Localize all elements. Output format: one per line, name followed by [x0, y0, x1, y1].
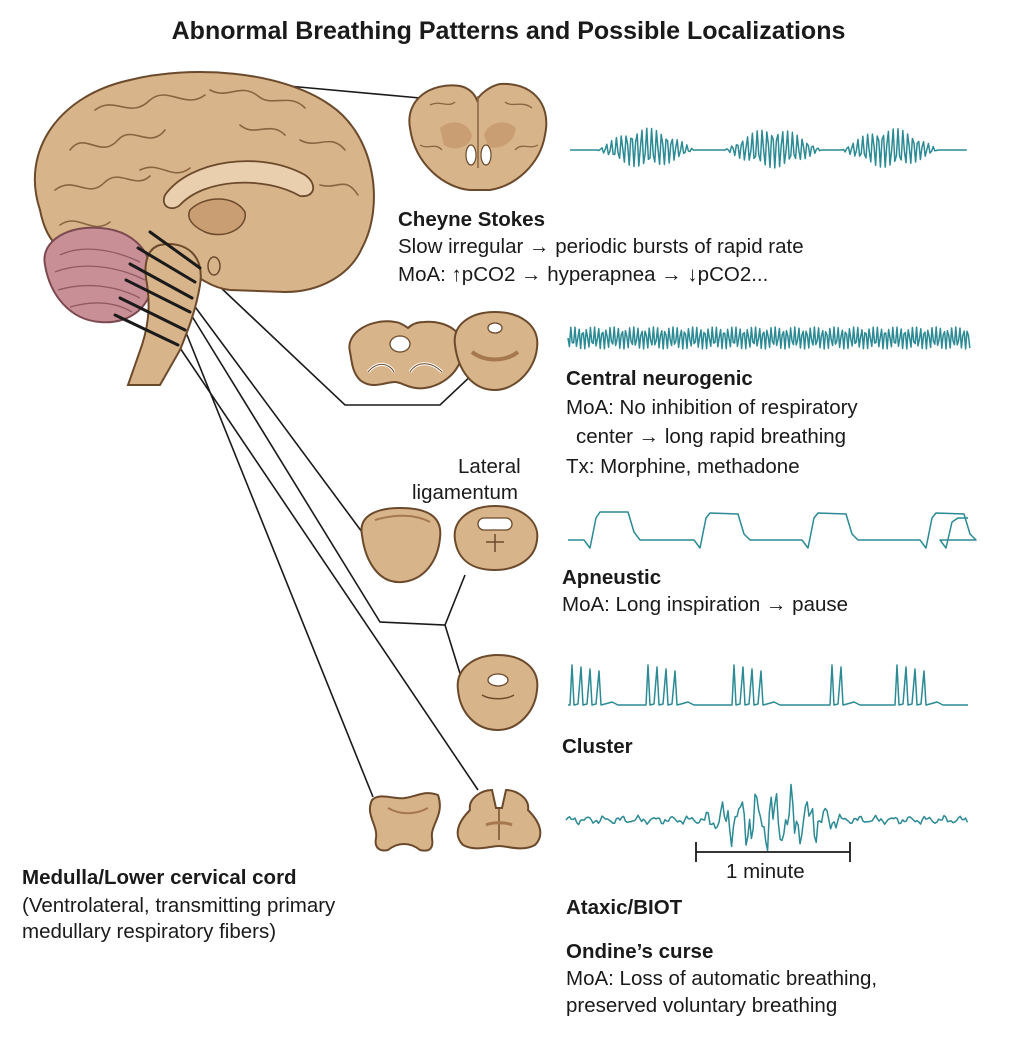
cheyne-stokes-line1: Slow irregular → periodic bursts of rapi… [398, 235, 804, 258]
lateral-label-line1: Lateral [458, 455, 521, 478]
ondine-line2: preserved voluntary breathing [566, 994, 838, 1017]
apneustic-name: Apneustic [562, 566, 662, 589]
pons-section-apneustic-right [453, 504, 539, 572]
leader-line-ataxic [184, 329, 374, 798]
leader-line-apneustic [189, 299, 363, 533]
waveforms [565, 127, 977, 852]
page-title: Abnormal Breathing Patterns and Possible… [171, 17, 846, 45]
cheyne-stokes-line2: MoA: ↑pCO2 → hyperapnea → ↓pCO2... [398, 263, 769, 286]
brainstem-and-cord [126, 243, 202, 386]
waveform-ataxic [565, 783, 969, 852]
apneustic-line1: MoA: Long inspiration → pause [562, 593, 849, 616]
leader-line-ondine [177, 344, 479, 791]
brain-corpus-callosum [162, 160, 314, 209]
scale-bar-label: 1 minute [726, 860, 805, 883]
cerebellum-folia [54, 248, 146, 313]
cluster-name: Cluster [562, 735, 633, 758]
medulla-section-ondine [456, 788, 542, 850]
waveform-cluster [568, 664, 968, 706]
waveform-central-neurogenic [567, 326, 971, 350]
central-neurogenic-name: Central neurogenic [566, 367, 753, 390]
ondine-line1: MoA: Loss of automatic breathing, [566, 967, 878, 990]
waveform-cheyne-stokes [570, 127, 967, 169]
brain-gyri [54, 89, 359, 228]
waveform-apneustic [568, 511, 977, 549]
central-neurogenic-line2: center → long rapid breathing [576, 425, 847, 448]
medulla-line1: (Ventrolateral, transmitting primary [22, 894, 336, 917]
medulla-line2: medullary respiratory fibers) [22, 920, 277, 943]
scale-bar [695, 842, 851, 862]
leader-line-central [199, 267, 476, 406]
pons-section-upper-left [348, 320, 465, 390]
cheyne-stokes-name: Cheyne Stokes [398, 208, 545, 231]
brain-pituitary [207, 256, 221, 276]
pons-section-apneustic-left [360, 506, 442, 584]
leader-line-cluster-a [189, 312, 466, 626]
central-neurogenic-line3: Tx: Morphine, methadone [566, 455, 800, 478]
central-neurogenic-line1: MoA: No inhibition of respiratory [566, 396, 858, 419]
level-markers [113, 230, 202, 347]
ataxic-name: Ataxic/BIOT [566, 896, 683, 919]
medulla-section-ataxic [368, 792, 441, 852]
lateral-label-line2: ligamentum [412, 481, 518, 504]
leader-line-cluster-b [444, 624, 463, 681]
brain-cerebellum [43, 226, 154, 324]
medulla-name: Medulla/Lower cervical cord [22, 866, 297, 889]
ondine-name: Ondine’s curse [566, 940, 714, 963]
pons-section-upper-right [453, 310, 539, 392]
medulla-section-cluster [456, 653, 539, 732]
brain-sagittal-illustration [33, 71, 375, 386]
brain-thalamus [188, 198, 246, 236]
brain-coronal-section [408, 82, 548, 191]
